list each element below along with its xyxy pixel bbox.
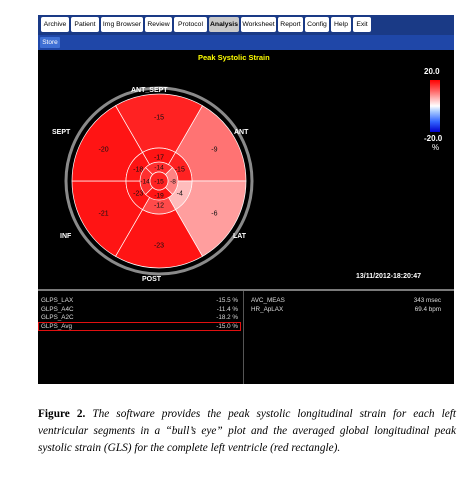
segment-value-apical-top: -14 bbox=[154, 165, 164, 172]
segment-value-mid-lat: -4 bbox=[177, 191, 183, 198]
measurement-value: -18.2 % bbox=[216, 314, 238, 321]
menu-tab-review[interactable]: Review bbox=[145, 17, 172, 32]
menu-tab-help[interactable]: Help bbox=[331, 17, 351, 32]
color-scale-bar bbox=[430, 80, 440, 132]
scale-unit-label: % bbox=[432, 143, 440, 152]
segment-value-apex: -15 bbox=[154, 179, 164, 186]
menu-tab-report[interactable]: Report bbox=[278, 17, 303, 32]
figure-label: Figure 2. bbox=[38, 408, 86, 420]
segment-value-mid-ant: -15 bbox=[175, 167, 185, 174]
menu-tab-config[interactable]: Config bbox=[305, 17, 329, 32]
bullseye-plot: -15 -9 -6 -23 -21 -20 -17 -15 -4 -12 -23 -18 -14 -8 -1… bbox=[64, 86, 254, 276]
menu-tab-exit[interactable]: Exit bbox=[353, 17, 371, 32]
menu-tab-protocol[interactable]: Protocol bbox=[174, 17, 207, 32]
measurements-left-column: GLPS_LAX -15.5 % GLPS_A4C -11.4 % GLPS_A2C… bbox=[41, 297, 238, 331]
segment-apex bbox=[149, 171, 169, 191]
segment-value-basal-ant: -9 bbox=[211, 147, 217, 154]
bullseye-viewer: -15 -9 -6 -23 -21 -20 -17 -15 -4 -12 -23 -18 -14 -8 -1… bbox=[38, 50, 454, 289]
menu-tab-archive[interactable]: Archive bbox=[41, 17, 69, 32]
menu-tab-analysis[interactable]: Analysis bbox=[209, 17, 239, 32]
measurements-divider bbox=[243, 291, 244, 384]
scale-max-label: 20.0 bbox=[424, 67, 440, 76]
segment-value-basal-sept: -20 bbox=[99, 147, 109, 154]
wall-label-ant-sept: ANT_SEPT bbox=[131, 87, 168, 94]
caption-text: The software provides the peak systolic … bbox=[38, 408, 457, 454]
chart-title: Peak Systolic Strain bbox=[198, 53, 270, 62]
measurement-value: -15.5 % bbox=[216, 297, 238, 304]
segment-value-apical-bottom: -19 bbox=[154, 193, 164, 200]
measurement-value: 69.4 bpm bbox=[414, 305, 441, 313]
store-button[interactable]: Store bbox=[40, 37, 60, 48]
segment-value-basal-ant_sept: -15 bbox=[154, 115, 164, 122]
wall-label-ant: ANT bbox=[234, 129, 249, 136]
segment-value-basal-inf: -21 bbox=[99, 211, 109, 218]
measurement-name: GLPS_A4C bbox=[41, 305, 74, 313]
menu-tab-patient[interactable]: Patient bbox=[71, 17, 99, 32]
measurements-panel: GLPS_LAX -15.5 % GLPS_A4C -11.4 % GLPS_A2C… bbox=[38, 291, 454, 384]
measurement-row: HR_ApLAX 69.4 bpm bbox=[251, 306, 441, 315]
wall-label-post: POST bbox=[142, 276, 162, 283]
segment-value-mid-inf: -23 bbox=[133, 191, 143, 198]
segment-value-mid-post: -12 bbox=[154, 203, 164, 210]
measurement-value: -11.4 % bbox=[216, 305, 238, 313]
measurement-value: -15.0 % bbox=[216, 322, 238, 330]
wall-label-lat: LAT bbox=[233, 233, 247, 240]
segment-value-mid-sept: -18 bbox=[133, 167, 143, 174]
wall-label-sept: SEPT bbox=[52, 129, 71, 136]
segment-value-mid-ant_sept: -17 bbox=[154, 155, 164, 162]
segment-value-apical-right: -8 bbox=[170, 179, 176, 186]
measurement-row: GLPS_A2C -18.2 % bbox=[41, 314, 238, 323]
glps-avg-highlight-box bbox=[38, 322, 241, 331]
wall-label-inf: INF bbox=[60, 233, 72, 240]
panel-separator bbox=[38, 289, 454, 291]
segment-value-apical-left: -14 bbox=[140, 179, 150, 186]
figure-caption: Figure 2. The software provides the peak… bbox=[38, 406, 456, 457]
measurement-name: GLPS_Avg bbox=[41, 322, 73, 330]
measurement-row: AVC_MEAS 343 msec bbox=[251, 297, 441, 306]
bullseye-outer-ring bbox=[64, 86, 254, 276]
measurement-row: GLPS_LAX -15.5 % bbox=[41, 297, 238, 306]
menu-tab-img-browser[interactable]: Img Browser bbox=[101, 17, 143, 32]
measurement-row: GLPS_A4C -11.4 % bbox=[41, 306, 238, 315]
measurement-name: GLPS_A2C bbox=[41, 314, 74, 321]
menu-tab-worksheet[interactable]: Worksheet bbox=[241, 17, 276, 32]
segment-value-basal-post: -23 bbox=[154, 243, 164, 250]
measurement-name: GLPS_LAX bbox=[41, 297, 74, 304]
sub-toolbar: Store bbox=[38, 35, 454, 50]
measurement-name: AVC_MEAS bbox=[251, 297, 285, 304]
measurement-value: 343 msec bbox=[413, 297, 441, 304]
scale-min-label: -20.0 bbox=[424, 134, 443, 143]
measurement-row-glps-avg: GLPS_Avg -15.0 % bbox=[41, 323, 238, 332]
measurement-name: HR_ApLAX bbox=[251, 305, 284, 313]
acquisition-timestamp: 13/11/2012-18:20:47 bbox=[356, 273, 421, 280]
segment-value-basal-lat: -6 bbox=[211, 211, 217, 218]
measurements-right-column: AVC_MEAS 343 msec HR_ApLAX 69.4 bpm bbox=[251, 297, 441, 314]
